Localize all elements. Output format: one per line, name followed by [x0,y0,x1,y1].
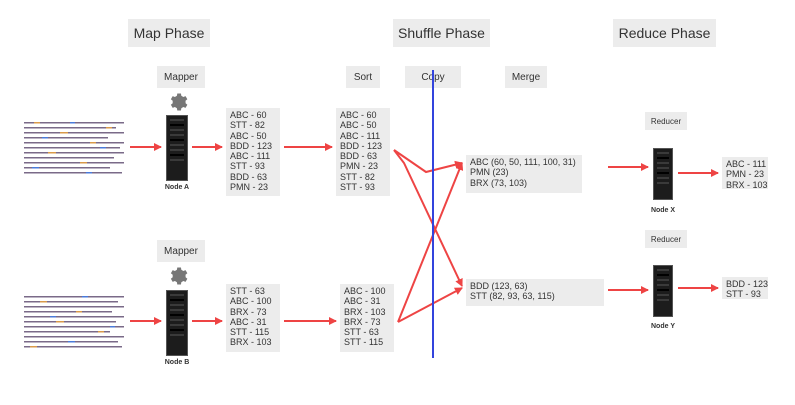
merge-x-line: PMN (23) [470,167,509,178]
sorted-a-line: ABC - 60 [340,110,377,120]
sorted-b-line: STT - 63 [344,327,379,338]
node-x-label: Node X [650,207,676,214]
mapper-a-output-line: ABC - 50 [230,130,267,141]
node-y-label: Node Y [651,323,675,330]
merge-y-line: STT (82, 93, 63, 115) [470,291,555,302]
mapper-a-output-line: ABC - 111 [230,151,271,162]
document-a-graphic [24,122,124,174]
map-phase-label: Map Phase [128,19,210,47]
reducer-x-label: Reducer [645,112,687,130]
arrow-sort-b-to-merge-x [397,162,464,323]
sorted-b-line: ABC - 100 [344,286,386,296]
mapper-b-output-line: ABC - 100 [230,296,272,307]
sorted-a-box: ABC - 60 ABC - 50 ABC - 111 BDD - 123 BD… [336,108,390,196]
merge-x-line: ABC (60, 50, 111, 100, 31) [470,157,576,167]
merge-x-line: BRX (73, 103) [470,177,528,188]
reducer-x-output-line: PMN - 23 [726,169,765,180]
server-icon-y [653,265,673,317]
mapper-a-output-line: BDD - 63 [230,171,268,182]
server-icon-b [166,290,188,356]
mapper-b-output-line: STT - 115 [230,327,270,338]
sorted-b-line: BRX - 103 [344,306,386,317]
node-b-label: Node B [164,359,190,366]
sorted-b-box: ABC - 100 ABC - 31 BRX - 103 BRX - 73 ST… [340,284,394,352]
reduce-phase-label: Reduce Phase [613,19,716,47]
mapper-b-output-box: STT - 63 ABC - 100 BRX - 73 ABC - 31 STT… [226,284,280,352]
server-icon-x [653,148,673,200]
sorted-a-line: BDD - 123 [340,140,383,151]
merge-label: Merge [505,66,547,88]
reducer-y-output-line: STT - 93 [726,289,761,300]
sort-label: Sort [346,66,380,88]
mapper-b-output-line: ABC - 31 [230,316,267,327]
shuffle-phase-label: Shuffle Phase [393,19,490,47]
input-document-a [20,118,128,178]
input-document-b [20,292,128,352]
gear-icon-a [170,93,188,111]
gear-icon-b [170,267,188,285]
mapper-a-output-line: BDD - 123 [230,140,273,151]
arrow-sort-a-to-merge-x [393,149,463,174]
mapper-a-output-box: ABC - 60 STT - 82 ABC - 50 BDD - 123 ABC… [226,108,280,196]
mapper-a-output-line: PMN - 23 [230,182,269,193]
mapper-a-output-line: STT - 82 [230,120,265,131]
mapper-b-label: Mapper [157,240,205,262]
mapper-b-output-line: BRX - 103 [230,337,272,348]
reducer-x-output-box: ABC - 111 PMN - 23 BRX - 103 [722,157,768,190]
document-b-graphic [24,296,124,348]
mapper-a-label: Mapper [157,66,205,88]
mapper-b-output-line: STT - 63 [230,286,265,296]
merge-y-box: BDD (123, 63) STT (82, 93, 63, 115) [466,279,604,306]
sorted-a-line: STT - 93 [340,182,375,193]
sorted-b-line: BRX - 73 [344,316,381,327]
sorted-a-line: PMN - 23 [340,161,379,172]
reducer-y-output-line: BDD - 123 [726,279,769,289]
sorted-a-line: STT - 82 [340,171,375,182]
arrow-sort-a-to-merge-y [393,149,463,287]
sorted-a-line: BDD - 63 [340,151,378,162]
reducer-y-output-box: BDD - 123 STT - 93 [722,277,768,299]
mapper-a-output-line: STT - 93 [230,161,265,172]
mapper-a-output-line: ABC - 60 [230,110,267,120]
arrow-sort-b-to-merge-y [397,287,463,323]
mapper-b-output-line: BRX - 73 [230,306,267,317]
merge-x-box: ABC (60, 50, 111, 100, 31) PMN (23) BRX … [466,155,582,193]
reducer-x-output-line: ABC - 111 [726,159,767,169]
sorted-b-line: STT - 115 [344,337,384,348]
sorted-a-line: ABC - 111 [340,130,381,141]
reducer-x-output-line: BRX - 103 [726,179,768,190]
sorted-a-line: ABC - 50 [340,120,377,131]
merge-y-line: BDD (123, 63) [470,281,528,291]
server-icon-a [166,115,188,181]
sorted-b-line: ABC - 31 [344,296,381,307]
reducer-y-label: Reducer [645,230,687,248]
node-a-label: Node A [164,184,190,191]
